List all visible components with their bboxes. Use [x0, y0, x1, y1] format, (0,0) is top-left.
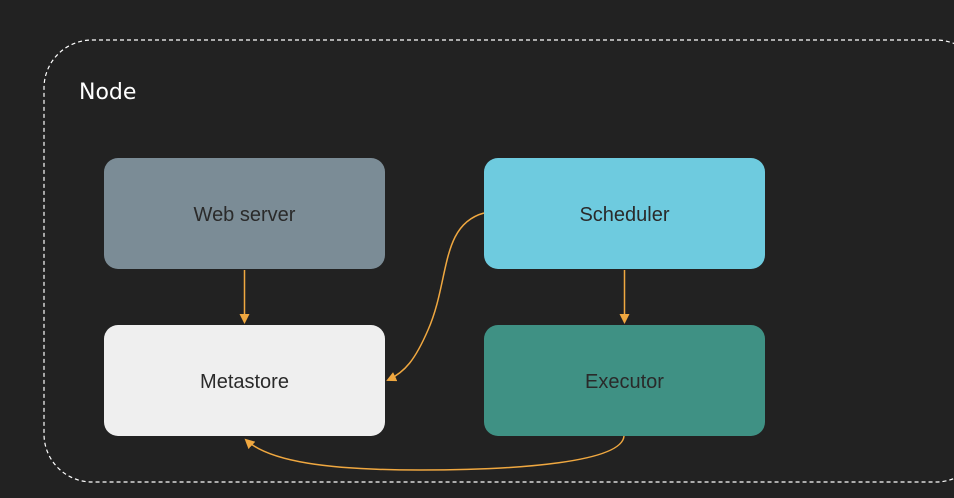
node-boundary [43, 39, 954, 483]
arrow-executor-to-metastore [244, 435, 625, 471]
node-title: Node [79, 80, 136, 105]
metastore-label: Metastore [200, 371, 289, 393]
metastore-box[interactable]: Metastore [104, 325, 385, 436]
scheduler-label: Scheduler [579, 204, 669, 226]
metastore-rect [104, 325, 385, 436]
arrow-scheduler-to-metastore [386, 212, 485, 382]
scheduler-box[interactable]: Scheduler [484, 158, 765, 269]
scheduler-rect [484, 158, 765, 269]
executor-label: Executor [585, 371, 664, 393]
web-server-rect [104, 158, 385, 269]
web-server-box[interactable]: Web server [104, 158, 385, 269]
executor-box[interactable]: Executor [484, 325, 765, 436]
executor-rect [484, 325, 765, 436]
web-server-label: Web server [194, 204, 296, 226]
